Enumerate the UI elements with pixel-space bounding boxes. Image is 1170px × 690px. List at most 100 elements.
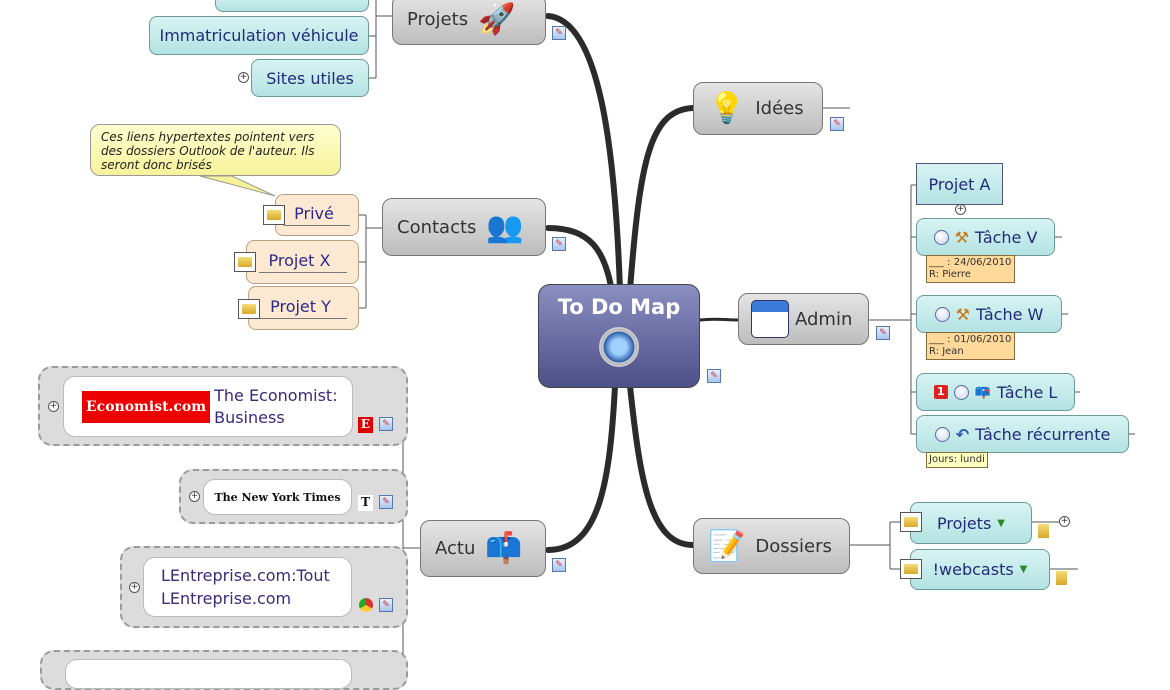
- topic-dossiers[interactable]: 📝 Dossiers: [693, 518, 850, 574]
- topic-label: Projets: [407, 9, 469, 30]
- note-icon[interactable]: ✎: [707, 369, 721, 383]
- topic-label: Admin: [795, 308, 853, 330]
- note-icon[interactable]: ✎: [552, 237, 566, 251]
- expand-icon[interactable]: +: [955, 204, 966, 215]
- mailbox-icon: 📫: [485, 531, 523, 566]
- folder-icon[interactable]: [900, 559, 922, 579]
- subtopic-webcasts-folder[interactable]: !webcasts ▼: [910, 549, 1050, 590]
- subtopic-projet-y[interactable]: Projet Y: [248, 286, 359, 330]
- topic-label: Contacts: [397, 216, 477, 238]
- topic-idees[interactable]: 💡Idées: [693, 82, 823, 135]
- subtopic-projet-a[interactable]: Projet A: [916, 163, 1003, 205]
- subtopic-label: Immatriculation véhicule: [159, 26, 359, 45]
- link-partial[interactable]: [65, 659, 352, 689]
- rocket-icon: 🚀: [478, 2, 516, 37]
- nyt-logo: The New York Times: [214, 490, 341, 504]
- topic-label: Dossiers: [755, 535, 832, 557]
- subtopic-partial[interactable]: [215, 0, 369, 12]
- task-tache-recurrente[interactable]: ↶Tâche récurrente: [916, 415, 1129, 453]
- task-label: Tâche V: [974, 227, 1038, 247]
- callout-note: Ces liens hypertextes pointent vers des …: [90, 124, 341, 176]
- link-title: The Economist:: [214, 385, 338, 405]
- expand-icon[interactable]: +: [1059, 516, 1070, 527]
- note-icon[interactable]: ✎: [379, 417, 393, 431]
- dropdown-arrow-icon[interactable]: ▼: [1019, 564, 1028, 575]
- expand-icon[interactable]: +: [129, 582, 140, 593]
- due-date: ___ : 01/06/2010: [929, 334, 1012, 345]
- users-icon: 👥: [486, 209, 524, 245]
- resource: R: Pierre: [929, 269, 971, 280]
- subtopic-label: Projets: [937, 513, 992, 533]
- economist-favicon-icon: E: [358, 417, 373, 433]
- progress-circle-icon[interactable]: [953, 384, 969, 400]
- folder-icon[interactable]: [238, 299, 260, 319]
- task-tache-v[interactable]: ⚒Tâche V: [916, 218, 1055, 256]
- task-label: Tâche récurrente: [975, 424, 1111, 444]
- subtopic-sites-utiles[interactable]: Sites utiles: [251, 59, 369, 97]
- link-title: LEntreprise.com:Tout: [161, 566, 330, 585]
- connector-lines: [199, 0, 1135, 663]
- economist-logo: Economist.com: [82, 390, 211, 423]
- link-economist[interactable]: Economist.com The Economist:Business: [63, 376, 353, 437]
- dropdown-arrow-icon[interactable]: ▼: [997, 517, 1005, 529]
- link-title: LEntreprise.com: [161, 589, 292, 608]
- note-icon[interactable]: ✎: [876, 326, 890, 340]
- folder-icon[interactable]: [263, 205, 285, 225]
- subtopic-projet-x[interactable]: Projet X: [246, 240, 359, 284]
- note-icon[interactable]: ✎: [379, 495, 393, 509]
- recurrence-info: Jours: lundi: [926, 452, 988, 468]
- gavel-icon: ⚒: [955, 304, 970, 324]
- nyt-favicon-icon: T: [358, 495, 373, 511]
- task-label: Tâche L: [996, 382, 1058, 402]
- subtopic-immatriculation[interactable]: Immatriculation véhicule: [149, 16, 369, 55]
- expand-icon[interactable]: +: [238, 72, 249, 83]
- note-icon[interactable]: ✎: [830, 117, 844, 131]
- subtopic-label: Projet Y: [260, 297, 347, 319]
- folder-link-icon[interactable]: [1038, 524, 1049, 538]
- document-pencil-icon: 📝: [708, 528, 746, 564]
- calendar-icon: [751, 300, 789, 338]
- progress-circle-icon[interactable]: [934, 426, 950, 442]
- task-tache-l[interactable]: 1 📪 Tâche L: [916, 373, 1075, 411]
- chrome-icon: [359, 598, 373, 612]
- folder-link-icon[interactable]: [1056, 571, 1067, 585]
- expand-icon[interactable]: +: [189, 491, 200, 502]
- link-nyt[interactable]: The New York Times: [203, 479, 352, 515]
- subtopic-label: !webcasts: [932, 560, 1014, 579]
- note-icon[interactable]: ✎: [552, 558, 566, 572]
- subtopic-projets-folder[interactable]: Projets ▼: [910, 502, 1032, 544]
- subtopic-label: Privé: [284, 204, 350, 226]
- topic-admin[interactable]: Admin: [738, 293, 869, 345]
- gavel-icon: ⚒: [954, 227, 969, 247]
- task-label: Tâche W: [975, 304, 1044, 324]
- subtopic-prive[interactable]: Privé: [275, 194, 359, 236]
- topic-label: Actu: [435, 538, 476, 559]
- recurrence-arrow-icon: ↶: [955, 424, 970, 444]
- central-label: To Do Map: [557, 295, 681, 319]
- topic-label: Idées: [755, 98, 804, 119]
- callout-text: Ces liens hypertextes pointent vers des …: [101, 130, 315, 172]
- topic-contacts[interactable]: Contacts 👥: [382, 198, 546, 256]
- topic-actu[interactable]: Actu 📫: [420, 520, 546, 577]
- resource: R: Jean: [929, 346, 964, 357]
- expand-icon[interactable]: +: [48, 401, 59, 412]
- mailbox-icon: 📪: [974, 384, 991, 400]
- subtopic-label: Projet X: [258, 251, 347, 273]
- priority-1-icon: 1: [933, 385, 948, 399]
- progress-circle-icon[interactable]: [933, 229, 949, 245]
- subtopic-label: Projet A: [928, 174, 991, 194]
- note-icon[interactable]: ✎: [379, 598, 393, 612]
- central-topic[interactable]: To Do Map: [538, 284, 700, 388]
- link-title: Business: [214, 407, 285, 427]
- note-icon[interactable]: ✎: [552, 26, 566, 40]
- task-tache-w[interactable]: ⚒Tâche W: [916, 295, 1062, 333]
- due-date: ___ : 24/06/2010: [929, 257, 1012, 268]
- topic-projets[interactable]: Projets 🚀: [392, 0, 546, 45]
- folder-icon[interactable]: [234, 252, 256, 272]
- compass-icon: [599, 327, 639, 367]
- folder-icon[interactable]: [900, 512, 922, 532]
- progress-circle-icon[interactable]: [934, 306, 950, 322]
